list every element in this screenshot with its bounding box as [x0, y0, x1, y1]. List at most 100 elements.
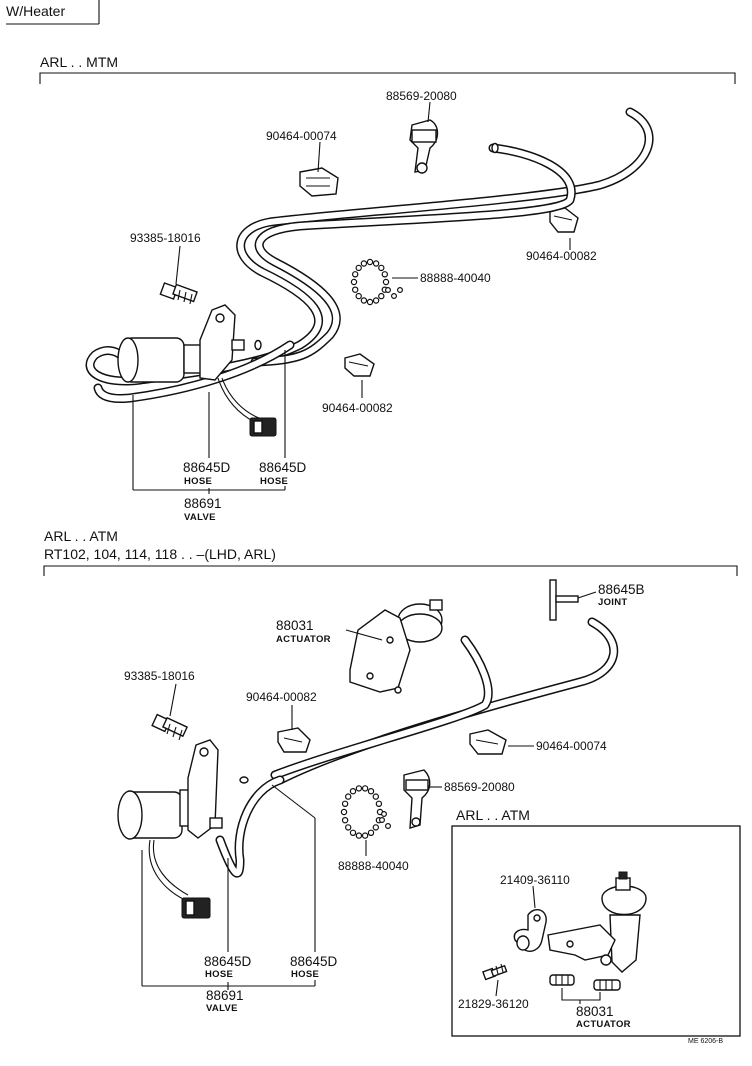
- section-top-header: ARL . . MTM: [40, 54, 118, 70]
- band-bead: [352, 271, 359, 278]
- band-bead: [372, 297, 380, 304]
- band-bead: [345, 793, 352, 800]
- bottom-label-joint-num: 88645B: [598, 582, 645, 597]
- band-bead: [366, 298, 374, 306]
- band-bead: [355, 832, 363, 839]
- inset-spring-icon: [549, 974, 621, 991]
- bottom-label-band: 88888-40040: [338, 859, 409, 873]
- band-bead: [381, 271, 388, 278]
- inset-header: ARL . . ATM: [456, 807, 530, 823]
- bottom-joint-icon: [549, 579, 579, 621]
- band-bead: [367, 788, 375, 795]
- bottom-label-plug: 93385-18016: [124, 669, 195, 683]
- page-title: W/Heater: [6, 3, 65, 19]
- band-bead: [341, 800, 349, 808]
- bottom-label-joint-name: JOINT: [598, 597, 627, 608]
- inset-label-actuator-name: ACTUATOR: [576, 1019, 631, 1030]
- band-bead: [360, 260, 368, 267]
- bottom-label-clip-left: 90464-00082: [246, 690, 317, 704]
- bottom-clip-icon-2: [469, 729, 507, 755]
- bottom-leaders: [141, 591, 597, 990]
- band-bead: [355, 292, 362, 300]
- band-bead: [385, 287, 392, 294]
- top-valve-icon: [117, 304, 277, 437]
- inset-leaders: [495, 885, 601, 1004]
- top-clamp-icon: [409, 119, 439, 174]
- bottom-clamp-icon: [403, 769, 431, 829]
- bottom-label-clamp: 88569-20080: [444, 780, 515, 794]
- band-bead: [361, 832, 369, 839]
- band-bead: [361, 785, 369, 792]
- bottom-clip-icon-1: [277, 727, 311, 753]
- bottom-label-valve-num: 88691: [206, 988, 244, 1003]
- section-top: ARL . . MTM: [39, 54, 736, 523]
- section-bottom-header-1: ARL . . ATM: [44, 528, 118, 544]
- band-bead: [378, 264, 385, 272]
- bottom-hose-assembly: [215, 617, 619, 878]
- band-bead: [349, 829, 357, 837]
- section-bottom-header-2: RT102, 104, 114, 118 . . –(LHD, ARL): [44, 546, 276, 562]
- top-plug-icon: [159, 282, 198, 305]
- footer-code: ME 6206-B: [688, 1038, 723, 1045]
- bottom-label-actuator-num: 88031: [276, 618, 314, 633]
- bottom-label-hose-right-name: HOSE: [291, 969, 319, 980]
- bottom-label-hose-right-num: 88645D: [290, 954, 338, 969]
- band-bead: [341, 817, 349, 824]
- top-label-valve-num: 88691: [184, 496, 222, 511]
- band-bead: [349, 788, 357, 795]
- top-label-clamp: 88569-20080: [386, 89, 457, 103]
- band-bead: [382, 278, 390, 286]
- top-label-hose-right-num: 88645D: [259, 460, 307, 475]
- band-bead: [372, 793, 379, 800]
- bottom-actuator-icon: [349, 599, 443, 694]
- top-clip-icon-1: [299, 167, 339, 197]
- top-label-band: 88888-40040: [420, 271, 491, 285]
- bottom-valve-icon: [117, 739, 223, 919]
- band-bead: [345, 824, 352, 831]
- inset-bracket-icon: [513, 908, 547, 952]
- bottom-label-hose-left-num: 88645D: [204, 954, 252, 969]
- band-bead: [378, 292, 385, 300]
- band-bead: [350, 278, 358, 286]
- bottom-label-hose-left-name: HOSE: [205, 969, 233, 980]
- bottom-label-valve-name: VALVE: [206, 1003, 238, 1014]
- band-bead: [366, 258, 374, 266]
- band-bead: [360, 297, 368, 304]
- section-bottom-bracket: [43, 565, 738, 576]
- inset-bolt-icon: [482, 963, 508, 981]
- inset-label-actuator-num: 88031: [576, 1004, 614, 1019]
- top-hose-end: [491, 142, 499, 154]
- band-bead: [391, 293, 398, 300]
- top-label-hose-left-num: 88645D: [183, 460, 231, 475]
- top-leaders: [132, 101, 571, 494]
- band-bead: [397, 287, 404, 294]
- bottom-plug-icon: [151, 713, 189, 741]
- band-bead: [372, 824, 379, 831]
- top-label-plug: 93385-18016: [130, 231, 201, 245]
- top-band-icon: [350, 258, 404, 306]
- top-clip-icon-3: [344, 353, 375, 377]
- top-label-valve-name: VALVE: [184, 512, 216, 523]
- top-label-hose-left-name: HOSE: [184, 476, 212, 487]
- band-bead: [381, 810, 388, 817]
- band-bead: [372, 260, 380, 267]
- band-bead: [355, 264, 362, 272]
- inset-label-bracket: 21409-36110: [500, 873, 570, 887]
- band-bead: [367, 829, 375, 837]
- band-bead: [385, 822, 392, 829]
- inset-label-bolt: 21829-36120: [458, 997, 529, 1011]
- inset-frame: [451, 825, 741, 1037]
- top-label-clip-right: 90464-00082: [526, 249, 597, 263]
- band-bead: [352, 286, 359, 293]
- section-bottom: ARL . . ATM RT102, 104, 114, 118 . . –(L…: [43, 528, 738, 1014]
- bottom-label-clip-right: 90464-00074: [536, 739, 607, 753]
- section-top-bracket: [39, 72, 736, 84]
- band-bead: [379, 816, 386, 823]
- top-label-clip-mid: 90464-00082: [322, 401, 393, 415]
- bottom-band-icon: [340, 785, 392, 839]
- top-label-hose-right-name: HOSE: [260, 476, 288, 487]
- inset-actuator-icon: [547, 871, 647, 973]
- band-bead: [340, 808, 348, 816]
- inset-box: ARL . . ATM: [451, 807, 741, 1037]
